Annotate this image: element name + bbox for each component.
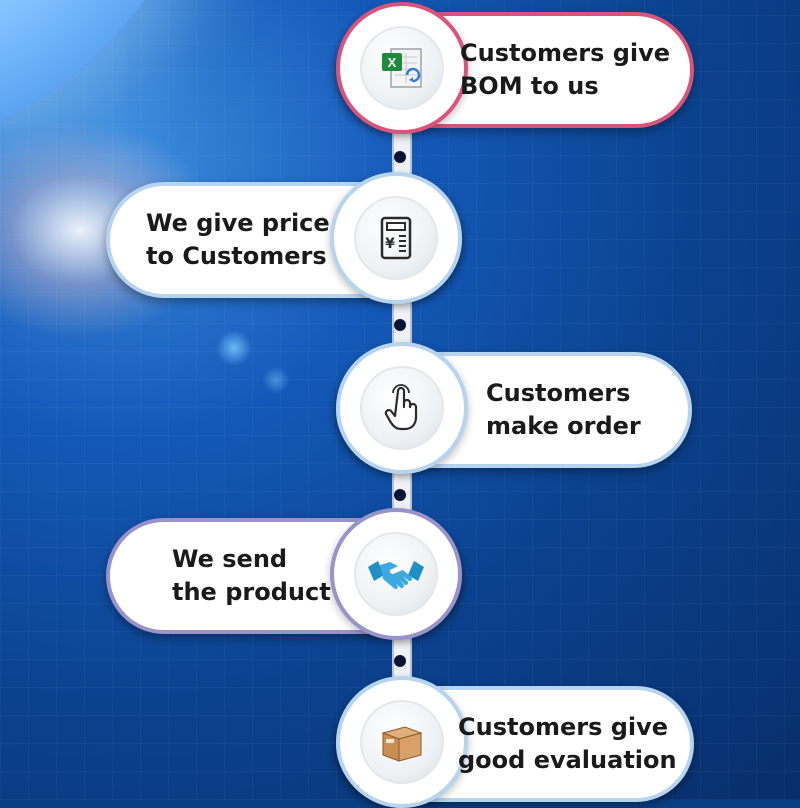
timeline-dot [394, 319, 406, 331]
step-label: Customers give good evaluation [458, 713, 677, 774]
step-card-1: X Customers give BOM to us [336, 2, 694, 134]
timeline-dot [394, 151, 406, 163]
pointing-hand-icon [384, 384, 418, 431]
step-card-4: We send the product [106, 508, 462, 640]
light-orb [262, 366, 290, 394]
light-orb [216, 330, 252, 366]
step-card-5: Customers give good evaluation [336, 676, 694, 808]
step-card-2: We give price to Customers ¥ [106, 172, 462, 304]
svg-text:¥: ¥ [385, 236, 395, 252]
step-icon-circle: ¥ [330, 172, 462, 304]
step-icon-circle [336, 342, 468, 474]
step-label: We send the product [172, 545, 331, 606]
step-icon-circle [336, 676, 468, 808]
calculator-icon: ¥ [380, 216, 412, 260]
step-label: Customers give BOM to us [460, 39, 671, 100]
package-box-icon [381, 726, 423, 762]
spreadsheet-icon: X [382, 48, 422, 88]
handshake-icon [368, 561, 424, 590]
timeline-dot [394, 655, 406, 667]
svg-text:X: X [388, 55, 397, 70]
step-icon-circle [330, 508, 462, 640]
step-label: Customers make order [486, 379, 641, 440]
step-card-3: Customers make order [336, 342, 692, 474]
timeline-dot [394, 489, 406, 501]
step-icon-circle: X [336, 2, 468, 134]
step-label: We give price to Customers [146, 209, 330, 270]
